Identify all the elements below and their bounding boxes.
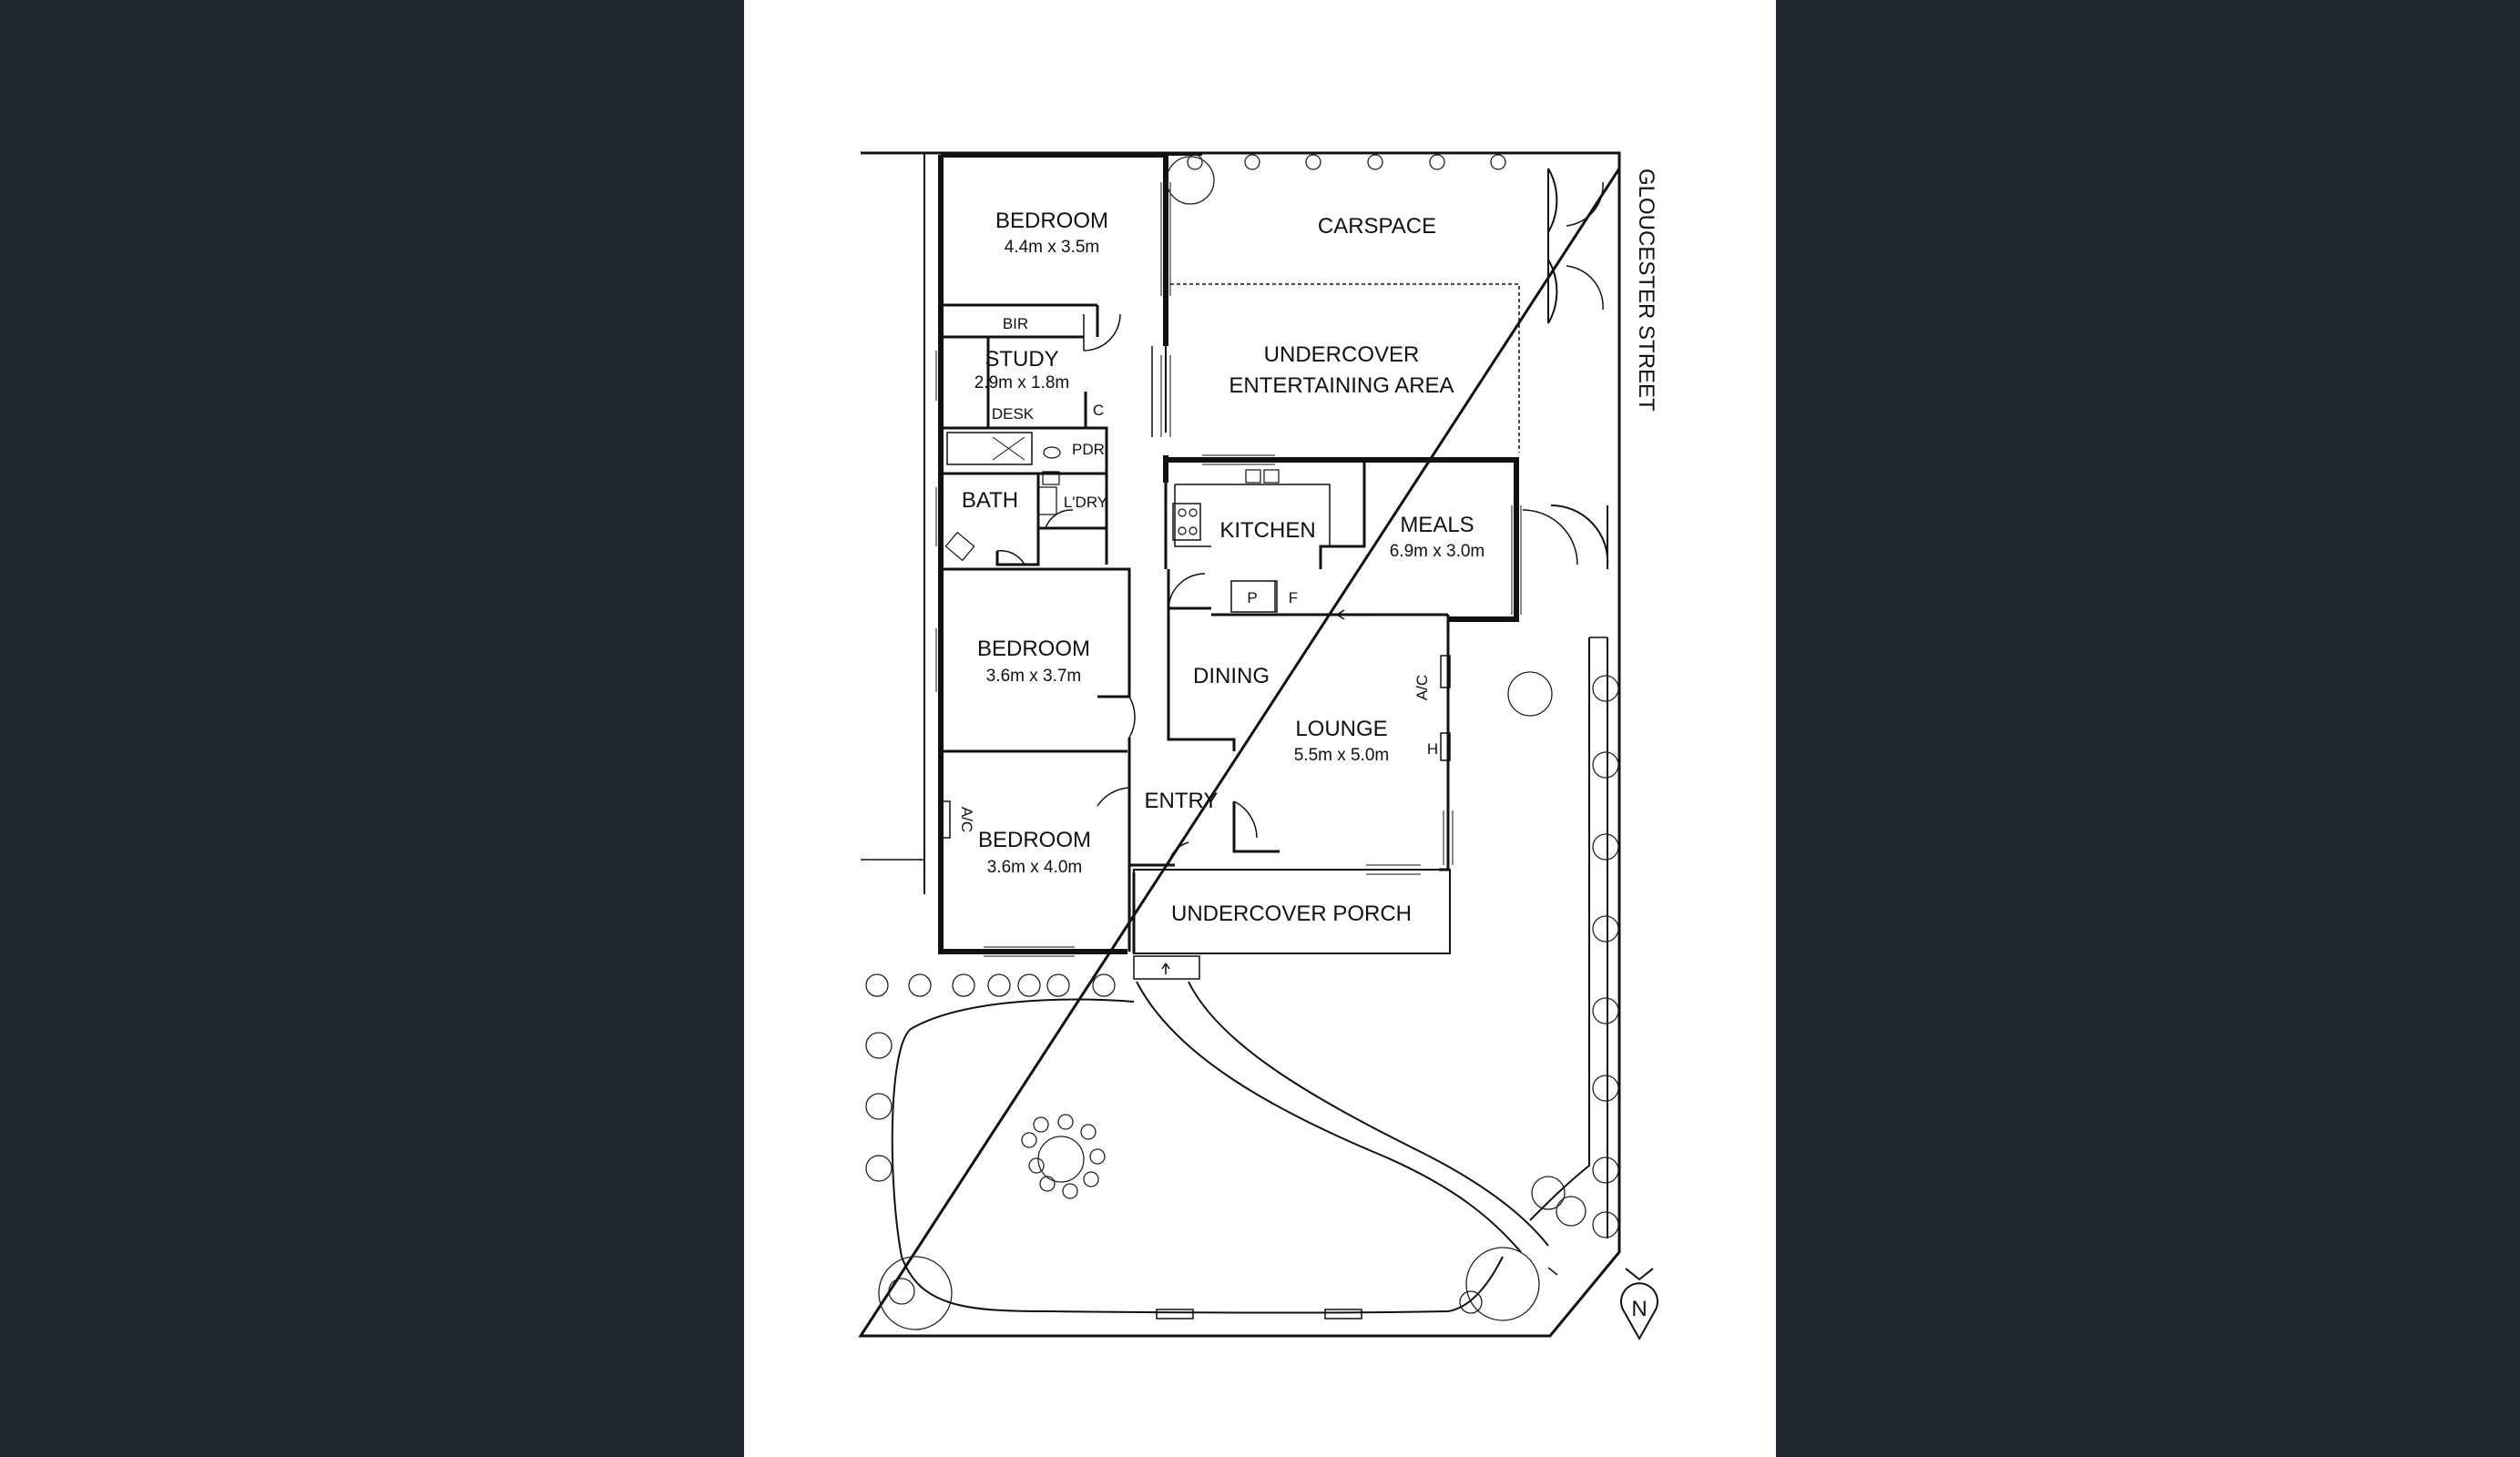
- dining-label: DINING: [1193, 664, 1270, 688]
- desk-label: DESK: [992, 405, 1035, 423]
- bedroom-1-dims: 4.4m x 3.5m: [1005, 238, 1100, 257]
- lounge-dims: 5.5m x 5.0m: [1294, 746, 1390, 765]
- meals-label: MEALS: [1400, 513, 1474, 537]
- north-label: N: [1631, 1297, 1647, 1321]
- carspace-label: CARSPACE: [1318, 214, 1436, 239]
- lounge-label: LOUNGE: [1295, 717, 1387, 741]
- street-label: GLOUCESTER STREET: [1634, 168, 1658, 412]
- meals-dims: 6.9m x 3.0m: [1390, 542, 1485, 561]
- house-walls: [935, 152, 1604, 980]
- site-boundary: [858, 151, 1621, 1338]
- bedroom-3-label: BEDROOM: [978, 828, 1091, 852]
- entertaining-label-line2: ENTERTAINING AREA: [1229, 373, 1454, 398]
- garden-shrubs: [865, 154, 1619, 1330]
- bedroom-2-dims: 3.6m x 3.7m: [986, 667, 1082, 686]
- garden-path: [1136, 981, 1549, 1253]
- street-gate: [1547, 168, 1558, 324]
- entry-label: ENTRY: [1145, 789, 1219, 813]
- lawn-edge: [891, 998, 1504, 1314]
- bir-label: BIR: [1003, 315, 1028, 332]
- kitchen-label: KITCHEN: [1219, 518, 1315, 543]
- pantry-label: P: [1247, 589, 1257, 606]
- cupboard-label: C: [1093, 402, 1104, 419]
- bedroom-3-dims: 3.6m x 4.0m: [987, 858, 1083, 877]
- north-arrow: [1620, 1268, 1658, 1341]
- pdr-label: PDR: [1072, 441, 1105, 458]
- bedroom-2-label: BEDROOM: [977, 637, 1090, 661]
- entertaining-label-line1: UNDERCOVER: [1264, 342, 1420, 367]
- bedroom-1-label: BEDROOM: [995, 209, 1108, 233]
- porch-label: UNDERCOVER PORCH: [1171, 902, 1412, 926]
- study-label: STUDY: [985, 347, 1058, 372]
- study-dims: 2.9m x 1.8m: [974, 373, 1070, 392]
- heater-label: H: [1427, 740, 1438, 758]
- laundry-label: L'DRY: [1064, 494, 1107, 511]
- lounge-ac-label: A/C: [1413, 675, 1431, 700]
- fridge-label: F: [1289, 589, 1298, 606]
- bath-label: BATH: [962, 488, 1018, 513]
- bedroom-ac-label: A/C: [958, 807, 975, 832]
- floorplan-panel: [744, 0, 1776, 1457]
